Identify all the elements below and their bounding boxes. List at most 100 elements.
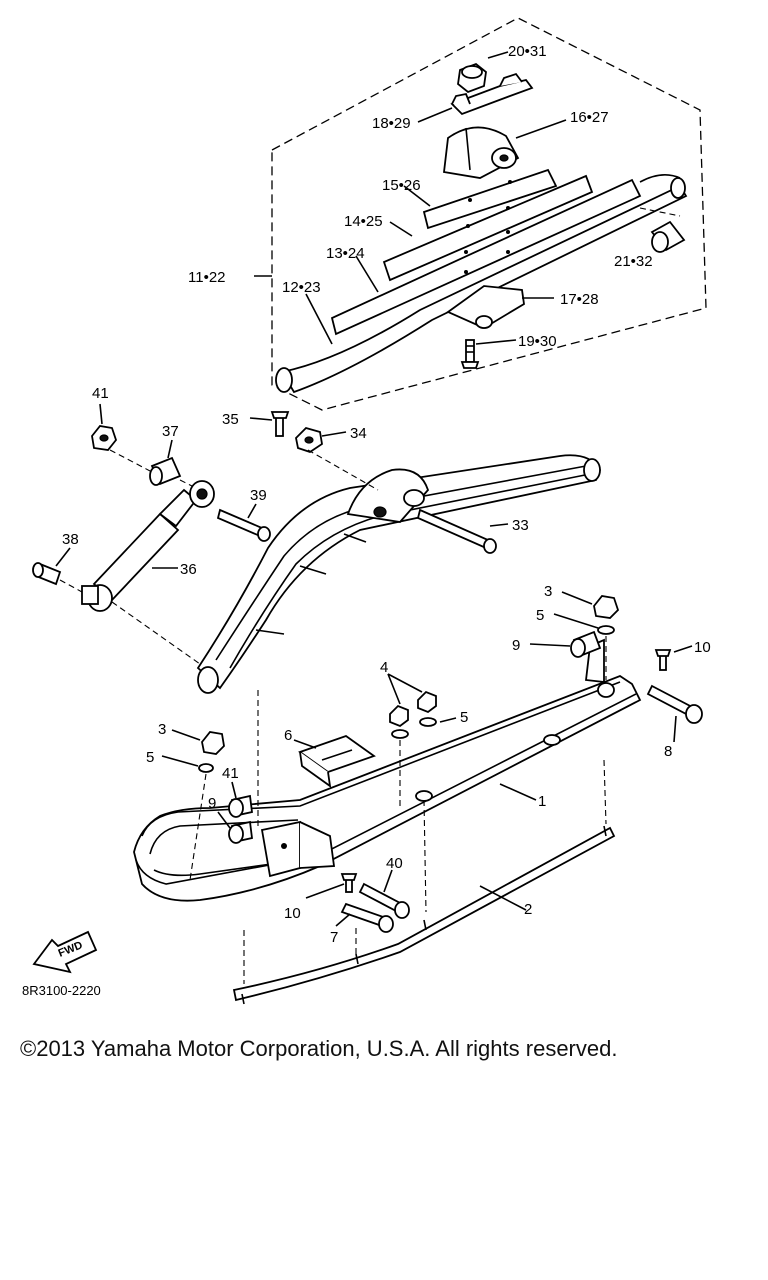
pin-37	[149, 456, 182, 486]
leaf-spring-assembly	[196, 454, 601, 694]
label-1: 1	[538, 793, 546, 810]
label-12-23: 12•23	[282, 279, 321, 296]
shock-absorber-36	[81, 480, 215, 612]
screw-10-rear	[654, 649, 672, 671]
leader-10-rear	[673, 645, 693, 653]
leader-19-30	[475, 339, 517, 345]
leader-10-front	[305, 883, 345, 899]
label-9-rear: 9	[512, 637, 520, 654]
leader-4b	[387, 673, 423, 693]
block-16-27	[443, 126, 520, 179]
leader-18-29	[417, 107, 453, 123]
exploded-group-boundary	[271, 17, 707, 411]
label-36: 36	[180, 561, 197, 578]
dotted-3-front	[189, 773, 207, 881]
leader-6	[293, 739, 317, 749]
bracket-6	[298, 734, 376, 788]
label-41-upper: 41	[92, 385, 109, 402]
label-20-31: 20•31	[508, 43, 547, 60]
washer-5-rear	[597, 625, 615, 635]
leaf-holes	[464, 180, 512, 274]
label-8: 8	[664, 743, 672, 760]
label-34: 34	[350, 425, 367, 442]
ski-front-bracket	[260, 820, 336, 878]
drawing-code: 8R3100-2220	[22, 983, 101, 998]
bolt-33	[416, 508, 497, 554]
leader-5-front	[161, 755, 199, 767]
label-10-front: 10	[284, 905, 301, 922]
leader-40	[383, 869, 393, 893]
runner-2	[232, 825, 616, 1005]
nut-20-31	[457, 62, 487, 94]
leader-33	[489, 523, 509, 527]
leader-3-rear	[561, 591, 593, 605]
leader-5-middle	[439, 717, 457, 723]
label-17-28: 17•28	[560, 291, 599, 308]
label-7: 7	[330, 929, 338, 946]
bolt-35	[270, 411, 290, 437]
dotted-41-37	[109, 449, 153, 473]
screw-10-front	[340, 873, 358, 893]
leader-13-24	[355, 255, 379, 293]
leader-3-front	[171, 729, 201, 741]
label-37: 37	[162, 423, 179, 440]
nut-3-rear	[593, 595, 620, 619]
label-3-front: 3	[158, 721, 166, 738]
label-19-30: 19•30	[518, 333, 557, 350]
bushing-9-rear	[570, 630, 602, 658]
ski-assembly-drawing: FWD 8R3100-2220 20•31 18•29 16•27 15•26 …	[22, 17, 711, 1005]
bushing-9-front	[228, 820, 253, 844]
leader-9-front	[217, 811, 231, 829]
leaf-15-26	[422, 168, 558, 230]
leader-5-rear	[553, 613, 599, 629]
leader-9-rear	[529, 643, 571, 647]
leader-1	[499, 783, 537, 801]
label-18-29: 18•29	[372, 115, 411, 132]
leader-41-upper	[99, 403, 103, 425]
dotted-34	[307, 449, 379, 491]
leader-39	[247, 503, 257, 519]
leader-37	[167, 439, 173, 459]
leader-34	[321, 431, 347, 437]
label-4: 4	[380, 659, 388, 676]
fwd-arrow-icon: FWD	[32, 930, 98, 974]
label-10-rear: 10	[694, 639, 711, 656]
bolt-40	[358, 882, 410, 919]
washer-5-front	[198, 763, 214, 773]
dotted-36-spring	[111, 601, 201, 665]
leader-14-25	[389, 221, 413, 237]
dotted-2b	[603, 759, 607, 825]
label-41-lower: 41	[222, 765, 239, 782]
bolt-8	[646, 684, 703, 724]
label-33: 33	[512, 517, 529, 534]
nut-41-upper	[91, 425, 118, 451]
bolt-7	[340, 902, 394, 933]
label-5-front: 5	[146, 749, 154, 766]
leader-7	[335, 913, 351, 927]
label-2: 2	[524, 901, 532, 918]
leader-16-27	[515, 119, 567, 139]
label-9-front: 9	[208, 795, 216, 812]
bolt-19-30	[460, 339, 480, 369]
washers-5-middle	[391, 717, 437, 739]
label-21-32: 21•32	[614, 253, 653, 270]
leader-4a	[387, 673, 401, 705]
label-39: 39	[250, 487, 267, 504]
leader-20-31	[487, 51, 509, 59]
clamp-18-29	[450, 72, 534, 116]
leaf-13-24	[330, 178, 642, 336]
label-5-rear: 5	[536, 607, 544, 624]
leader-12-23	[305, 293, 333, 345]
leader-15-26	[403, 185, 431, 207]
nuts-4	[389, 690, 437, 728]
pin-38	[32, 562, 62, 586]
leaf-14-25	[382, 174, 594, 282]
nut-34	[295, 426, 323, 453]
label-11-22: 11•22	[188, 269, 226, 286]
pin-21-32	[650, 220, 686, 253]
dotted-2a	[423, 799, 427, 913]
leader-38	[55, 547, 71, 567]
leader-35	[249, 417, 273, 421]
bushing-41-lower	[228, 794, 253, 818]
